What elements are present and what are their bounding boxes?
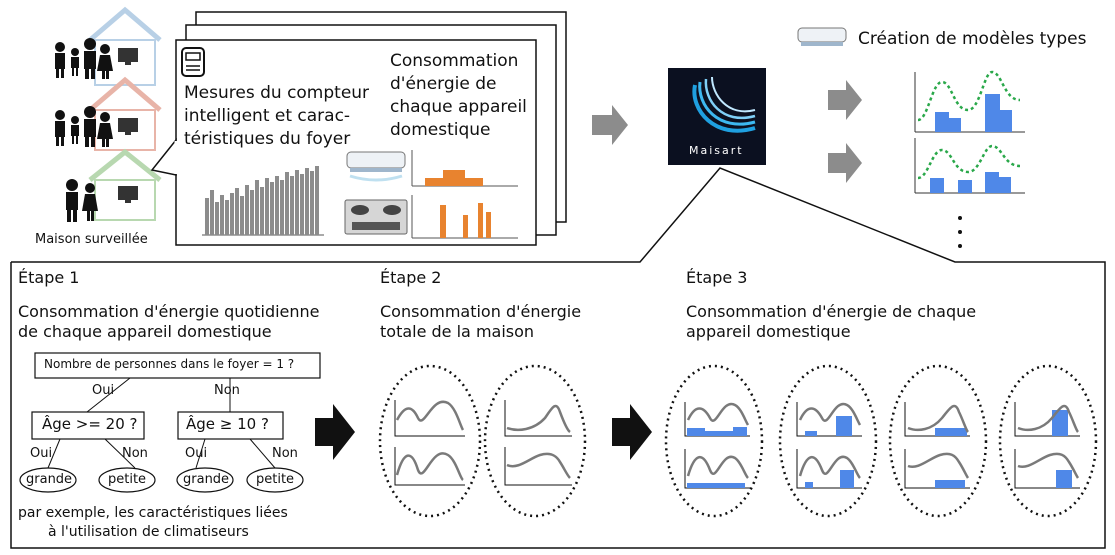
meter-text-line-1: Mesures du compteur: [184, 83, 370, 103]
tv-icon: [118, 48, 138, 203]
leaf-large-1: grande: [26, 472, 73, 487]
tree-note-line-1: par exemple, les caractéristiques liées: [18, 505, 288, 521]
gray-arrow-icon: [828, 143, 862, 183]
appliance-text-line-2: d'énergie de: [390, 74, 497, 94]
step-1-desc-line-1: Consommation d'énergie quotidienne: [18, 302, 320, 321]
family-icon: [55, 106, 113, 147]
gray-arrow-icon: [828, 80, 862, 120]
step-2-title: Étape 2: [380, 268, 442, 287]
tree-no-label: Non: [214, 383, 240, 398]
step-2-desc-line-2: totale de la maison: [380, 322, 535, 341]
tree-yes-label: Oui: [92, 383, 115, 398]
callout-frame: [10, 167, 1106, 549]
family-icon: [55, 38, 113, 79]
continuation-dots: [958, 216, 962, 248]
tree-right-question: Âge ≥ 10 ?: [186, 415, 269, 433]
tree-left-box: [31, 411, 145, 440]
black-arrow-icon: [612, 404, 652, 460]
tree-right-yes: Oui: [185, 446, 208, 461]
tree-left-yes: Oui: [30, 446, 53, 461]
step3-circles: [664, 364, 1098, 518]
appliance-text-line-1: Consommation: [390, 51, 519, 71]
air-conditioner-icon: [346, 151, 406, 182]
logo-text: Maisart: [689, 144, 744, 157]
tree-root-question: Nombre de personnes dans le foyer = 1 ?: [44, 357, 295, 371]
cooktop-icon: [344, 199, 408, 235]
tree-note-line-2: à l'utilisation de climatiseurs: [48, 524, 249, 540]
appliance-text-line-3: chaque appareil: [390, 97, 527, 117]
model-chart-1: [914, 70, 1025, 133]
tree-right-no: Non: [272, 446, 298, 461]
appliance-chart-cooktop: [411, 195, 518, 239]
decision-tree: [19, 352, 321, 493]
tree-left-question: Âge >= 20 ?: [42, 415, 138, 433]
meter-consumption-chart: [202, 166, 324, 236]
meter-text-line-2: intelligent et carac-: [184, 106, 351, 126]
model-chart-2: [914, 138, 1025, 194]
appliance-chart-ac: [411, 150, 518, 187]
couple-icon: [66, 179, 98, 222]
step-1-desc-line-2: de chaque appareil domestique: [18, 322, 272, 341]
tree-left-no: Non: [122, 446, 148, 461]
tree-right-box: [177, 411, 284, 440]
step-1-title: Étape 1: [18, 268, 80, 287]
maisart-logo: [668, 68, 766, 165]
smart-meter-icon: [181, 47, 205, 77]
gray-arrow-icon: [592, 105, 628, 145]
step-3-desc-line-2: appareil domestique: [686, 322, 851, 341]
leaf-small-1: petite: [108, 472, 147, 487]
meter-text-line-3: téristiques du foyer: [184, 129, 351, 149]
step-3-title: Étape 3: [686, 268, 748, 287]
step-2-desc-line-1: Consommation d'énergie: [380, 302, 582, 321]
monitored-house-label: Maison surveillée: [35, 232, 148, 247]
appliance-text-line-4: domestique: [390, 120, 491, 140]
model-creation-label: Création de modèles types: [858, 29, 1087, 49]
tree-root-box: [34, 352, 321, 379]
black-arrow-icon: [315, 404, 355, 460]
leaf-small-2: petite: [256, 472, 295, 487]
step-3-desc-line-1: Consommation d'énergie de chaque: [686, 302, 977, 321]
step2-circles: [378, 364, 587, 518]
air-conditioner-icon: [797, 27, 847, 46]
leaf-large-2: grande: [183, 472, 230, 487]
